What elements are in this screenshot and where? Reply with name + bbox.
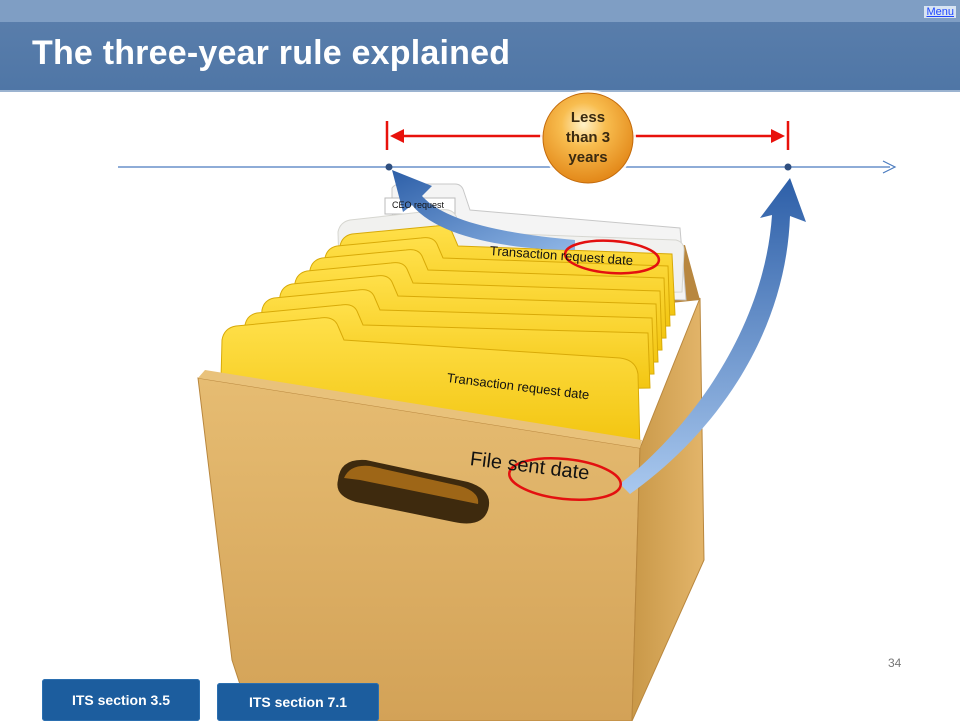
header-top-strip: [0, 0, 960, 22]
timeline-arrowhead-icon: [882, 160, 897, 174]
box-rim: [198, 370, 642, 448]
highlight-ellipse-sent: [508, 457, 622, 501]
timeline-start-dot: [385, 163, 393, 171]
page-number: 34: [888, 656, 902, 670]
duration-badge-text: Less than 3 years: [540, 108, 636, 168]
duration-badge: [540, 90, 636, 186]
its-section-7-1-button[interactable]: ITS section 7.1: [217, 683, 379, 721]
box-front: [197, 377, 641, 721]
arrow-to-start-icon: [392, 170, 575, 250]
page-title: The three-year rule explained: [32, 34, 511, 72]
badge-line-2: than 3: [565, 129, 611, 146]
header-bar: The three-year rule explained: [0, 0, 960, 92]
its-section-3-5-button[interactable]: ITS section 3.5: [42, 679, 200, 721]
menu-link[interactable]: Menu: [924, 6, 956, 18]
highlight-ellipse-request: [563, 239, 661, 275]
back-document-label: CEO request: [392, 200, 445, 210]
badge-line-1: Less: [570, 109, 606, 126]
box-side: [631, 297, 705, 721]
badge-line-3: years: [568, 149, 608, 166]
timeline: [118, 160, 897, 174]
timeline-end-dot: [784, 163, 792, 171]
arrow-to-end-icon: [620, 178, 806, 494]
